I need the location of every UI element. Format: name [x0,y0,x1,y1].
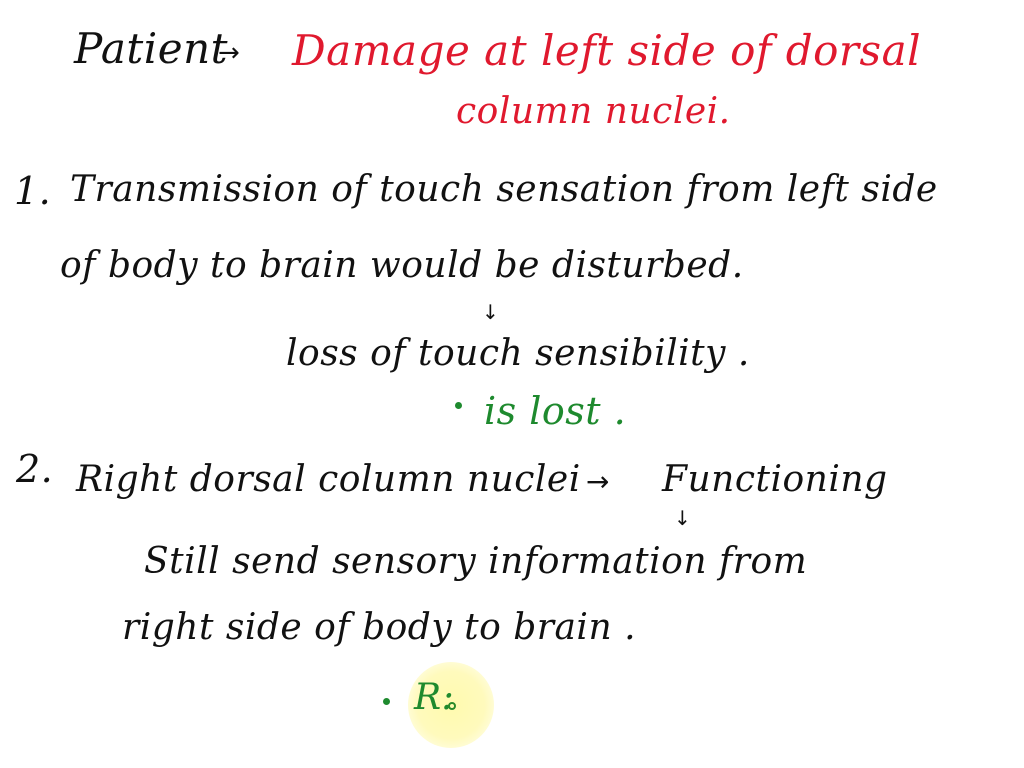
point-2-down-arrow-icon: ↓ [674,506,691,530]
point-2-number: 2. [16,447,54,491]
patient-label: Patient [74,24,229,73]
point-2-line-3: right side of body to brain . [122,607,637,648]
patient-arrow-icon: → [218,38,240,68]
damage-line-1: Damage at left side of dorsal [292,26,922,75]
point-2-bullet-text: R: [414,677,455,718]
point-1-line-3: loss of touch sensibility . [286,333,750,374]
point-1-number: 1. [14,169,52,213]
point-1-bullet-dot [455,402,462,409]
point-1-line-1: Transmission of touch sensation from lef… [70,169,938,210]
point-2-line-2: Still send sensory information from [144,541,808,582]
point-1-down-arrow-icon: ↓ [482,300,499,324]
pointer-cursor-icon [448,702,456,710]
point-1-line-2: of body to brain would be disturbed. [60,245,744,286]
point-2-right-arrow-icon: → [586,465,610,498]
point-2-line-1-part-1: Right dorsal column nuclei [76,459,581,500]
damage-line-2: column nuclei. [456,91,731,132]
point-2-bullet-dot [383,698,390,705]
point-2-line-1-part-2: Functioning [662,459,888,500]
point-1-bullet-text: is lost . [484,389,627,433]
